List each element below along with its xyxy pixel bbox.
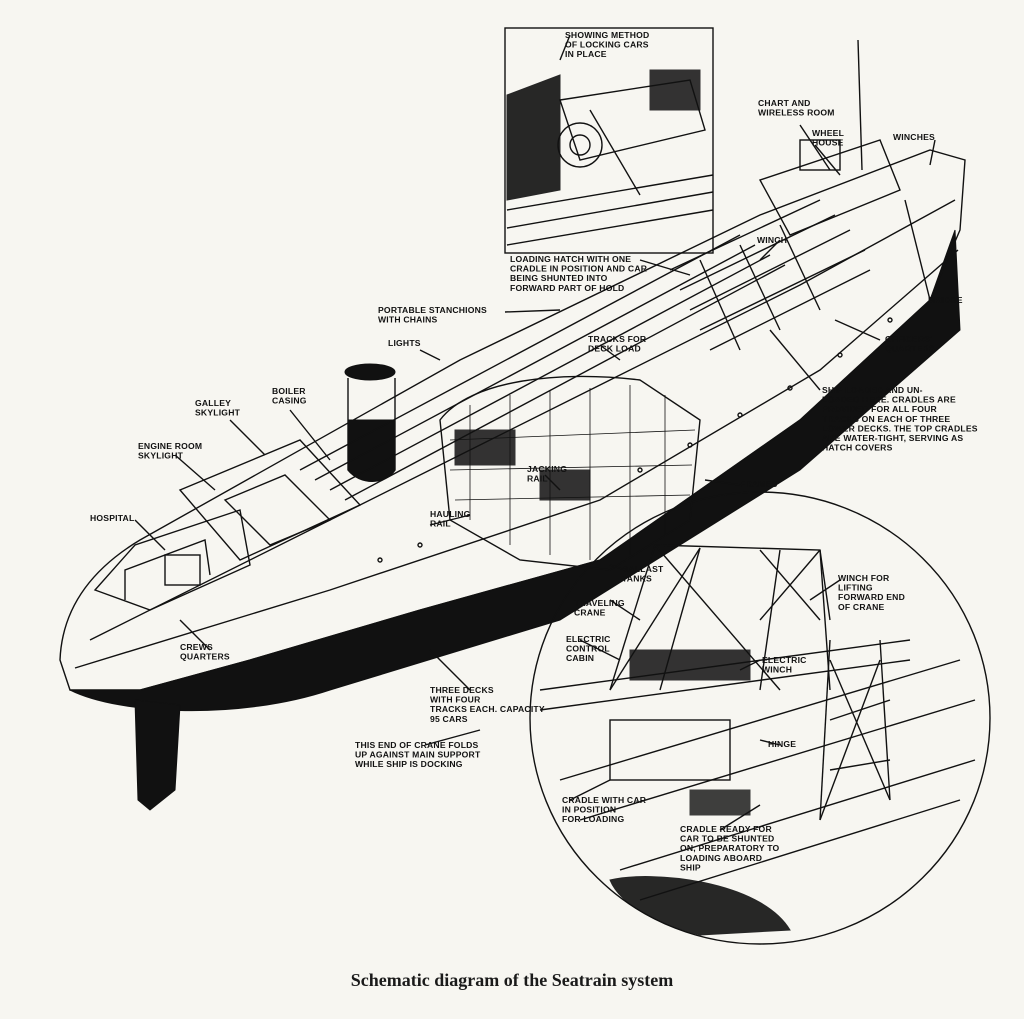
label-officers: OFFICERS'QUARTERS — [885, 334, 935, 354]
label-ship-loaded: SHIP LOADED AND UN-LOADED HERE. CRADLES … — [822, 385, 978, 453]
label-winch: WINCH — [757, 235, 787, 245]
label-hospital: HOSPITAL — [90, 513, 134, 523]
deck-structures — [93, 39, 901, 611]
portholes — [377, 317, 893, 563]
label-lights: LIGHTS — [388, 338, 421, 348]
locking-cars-inset — [504, 27, 714, 254]
forward-hatch — [669, 199, 871, 351]
figure-caption: Schematic diagram of the Seatrain system — [350, 970, 674, 990]
label-hinge: HINGE — [768, 739, 796, 749]
label-frames: FRAMES — [740, 479, 778, 489]
label-winches: WINCHES — [893, 132, 935, 142]
ship-hull — [59, 149, 966, 811]
label-bridge: BRIDGE — [928, 295, 963, 305]
leader-lines — [134, 34, 936, 831]
crane-structure — [539, 544, 911, 821]
crane-inset — [529, 491, 991, 945]
